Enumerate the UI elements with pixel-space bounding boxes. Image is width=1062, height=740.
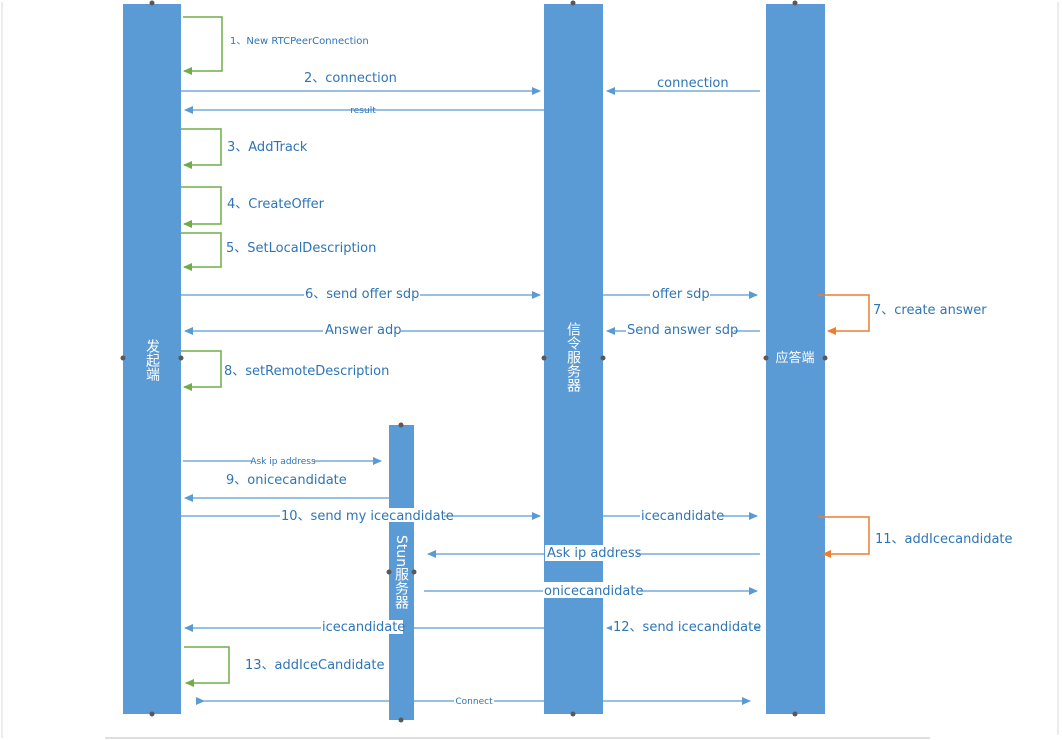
responder-pillar xyxy=(766,4,825,714)
responder-label: 应答端 xyxy=(775,350,814,366)
msg-11-ask-label: Ask ip address xyxy=(547,546,642,561)
msg-connect-label: Connect xyxy=(455,697,493,707)
pillar-handles xyxy=(120,0,828,723)
msg-11-label: 11、addIcecandidate xyxy=(875,532,1013,547)
msg-responder-connection-label: connection xyxy=(657,76,729,91)
msg-5-label: 5、SetLocalDescription xyxy=(226,241,376,256)
msg-2-result-label: result xyxy=(350,106,376,116)
msg-1-label: 1、New RTCPeerConnection xyxy=(230,36,369,47)
msg-8-label: 8、setRemoteDescription xyxy=(224,364,389,379)
signal-server-label: 信令服务器 xyxy=(565,322,581,392)
msg-7-label: 7、create answer xyxy=(873,303,987,318)
msg-2-label: 2、connection xyxy=(304,71,397,86)
self-call-8 xyxy=(181,350,222,391)
self-call-13 xyxy=(184,646,230,687)
self-call-1 xyxy=(183,16,223,75)
self-call-4 xyxy=(181,186,222,228)
msg-13-label: 13、addIceCandidate xyxy=(245,658,384,673)
msg-12-label: 12、send icecandidate xyxy=(613,620,761,635)
self-call-7 xyxy=(818,294,870,335)
initiator-pillar xyxy=(123,4,181,714)
msg-9-ask-label: Ask ip address xyxy=(250,457,316,467)
msg-7-back-label: Send answer sdp xyxy=(627,323,738,338)
msg-10-forward-label: icecandidate xyxy=(641,509,724,524)
msg-6-forward-label: offer sdp xyxy=(652,287,710,302)
msg-9-label: 9、onicecandidate xyxy=(226,473,347,488)
self-call-11 xyxy=(818,516,870,558)
stun-server-label: Stun服务器 xyxy=(393,535,409,609)
self-call-3 xyxy=(181,128,222,169)
msg-7-forward-label: Answer adp xyxy=(325,323,401,338)
msg-4-label: 4、CreateOffer xyxy=(227,197,325,212)
self-call-5 xyxy=(181,232,222,271)
msg-12-forward-label: icecandidate xyxy=(322,620,405,635)
msg-10-label: 10、send my icecandidate xyxy=(281,509,454,524)
msg-11-onice-label: onicecandidate xyxy=(544,584,643,599)
initiator-label: 发起端 xyxy=(144,339,160,381)
stun-server-pillar xyxy=(389,425,414,720)
msg-3-label: 3、AddTrack xyxy=(227,140,308,155)
msg-6-label: 6、send offer sdp xyxy=(305,287,419,302)
